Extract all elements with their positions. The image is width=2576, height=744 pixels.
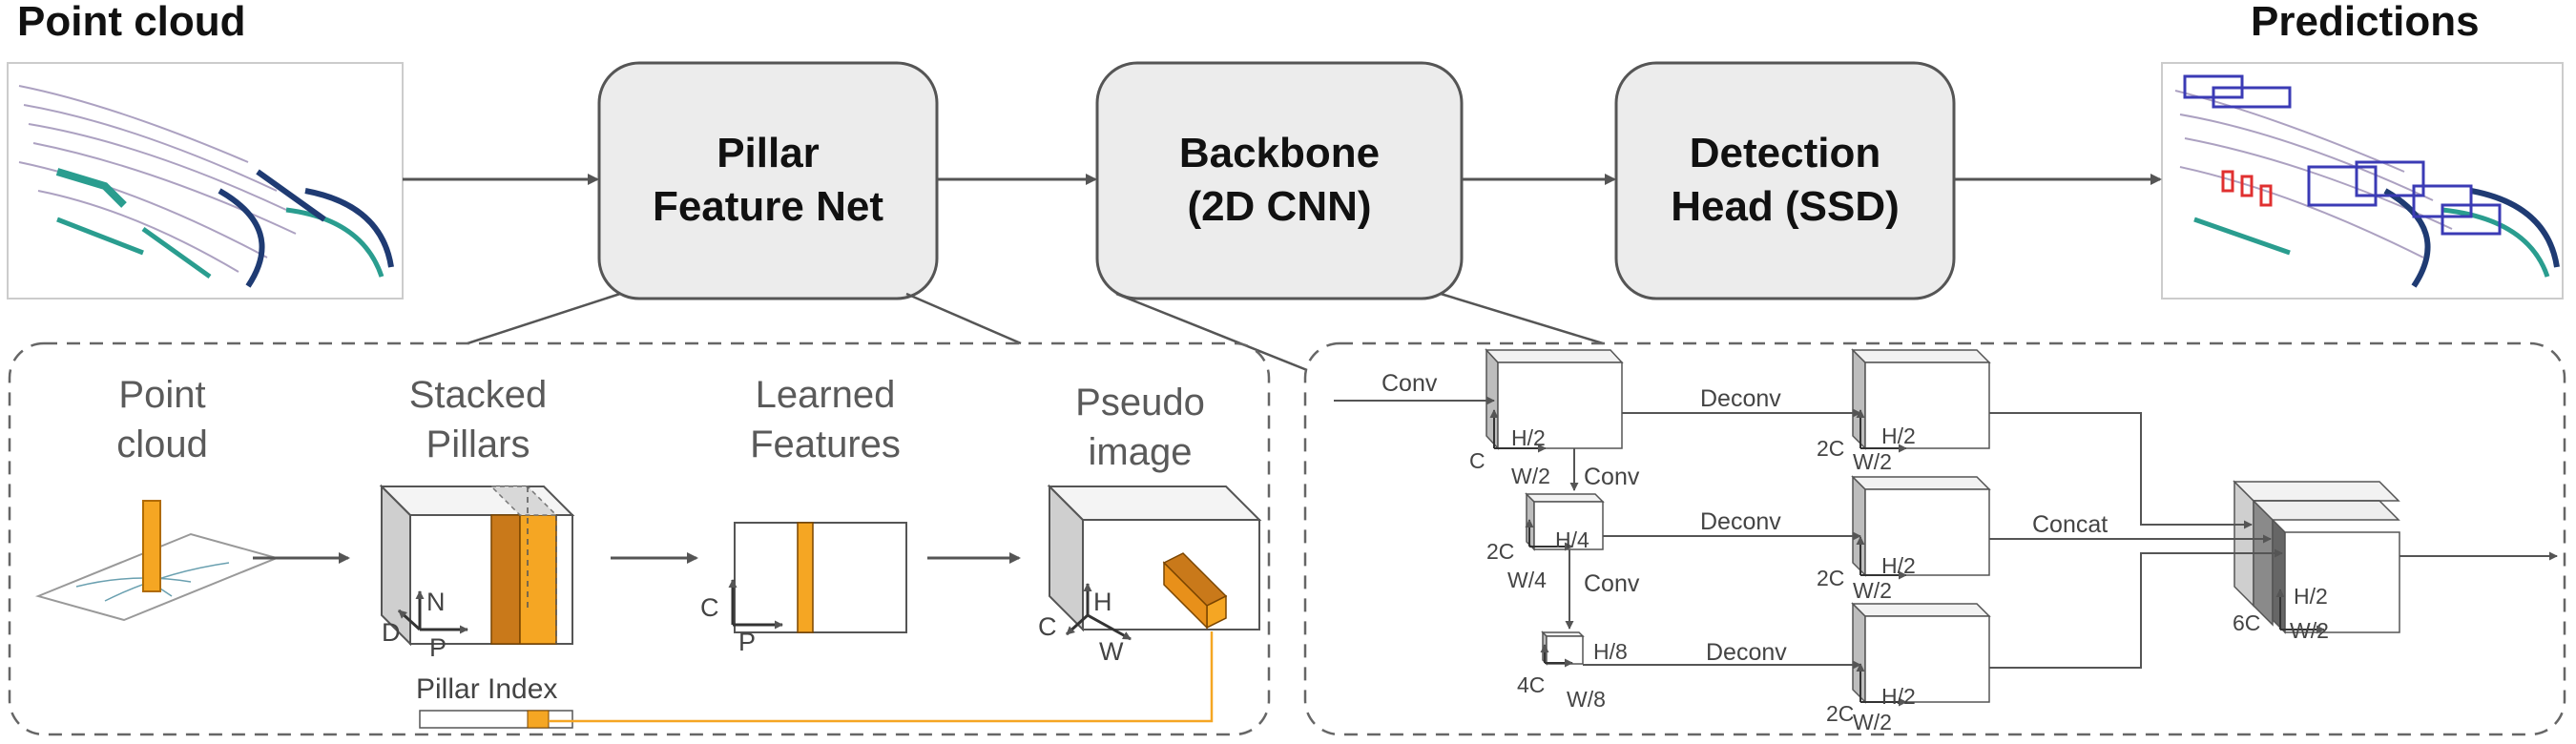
backbone-conv-blocks [1485,348,2400,704]
conv-in-label: Conv [1381,370,1438,397]
b2-c: 2C [1486,539,1515,564]
axis-p-learned: P [738,628,757,656]
learned-features-caption: Learned Features [716,370,935,469]
pseudo-image-caption: Pseudo image [1035,378,1245,477]
point-cloud-caption: Point cloud [67,370,258,469]
b3-w: W/8 [1567,687,1606,712]
d2-h: H/2 [1881,553,1916,578]
axis-p-stacked: P [429,633,447,662]
out-w: W/2 [2290,618,2329,643]
b2-h: H/4 [1555,527,1589,552]
d3-c: 2C [1826,701,1855,726]
axis-c-pseudo: C [1038,612,1057,641]
input-point-cloud-label: Point cloud [17,0,246,45]
learned-features-caption-line1: Learned [755,374,896,416]
backbone-title: Backbone (2D CNN) [1097,127,1462,234]
predictions-image [2161,62,2564,300]
backbone-flow-lines [1334,396,2558,670]
d1-w: W/2 [1853,449,1892,474]
out-c: 6C [2233,610,2261,635]
point-cloud-caption-line1: Point [118,374,206,416]
pillar-detail-panel [8,341,1271,736]
pseudo-image-caption-line2: image [1088,431,1193,473]
concat-label: Concat [2032,511,2109,538]
stacked-pillars-caption-line1: Stacked [408,374,548,416]
small-point-cloud [34,500,280,622]
d1-c: 2C [1817,436,1845,461]
backbone-axis-arrows [1489,409,2325,707]
axis-c-learned: C [700,593,719,622]
deconv2-label: Deconv [1700,508,1781,535]
d3-h: H/2 [1881,684,1916,709]
pillar-index-bar [419,631,1214,729]
b3-c: 4C [1517,672,1546,697]
out-h: H/2 [2294,584,2328,609]
b1-w: W/2 [1511,464,1550,488]
point-cloud-caption-line2: cloud [116,424,208,465]
deconv1-label: Deconv [1700,385,1781,412]
d2-c: 2C [1817,566,1845,590]
pillar-feature-net-title: Pillar Feature Net [599,127,937,234]
axis-d: D [382,618,401,647]
pillar-feature-net-line2: Feature Net [652,183,884,230]
deconv3-label: Deconv [1706,639,1787,666]
backbone-line1: Backbone [1178,130,1381,176]
detection-head-title: Detection Head (SSD) [1616,127,1954,234]
backbone-line2: (2D CNN) [1187,183,1372,230]
d2-w: W/2 [1853,578,1892,603]
conv3-label: Conv [1584,570,1640,597]
input-point-cloud-image [7,62,404,300]
b2-w: W/4 [1507,568,1547,592]
zoom-connectors [467,292,1604,372]
b1-h: H/2 [1511,425,1546,450]
pillar-feature-net-line1: Pillar [717,130,820,176]
pseudo-image-caption-line1: Pseudo [1075,382,1205,424]
learned-features [728,522,907,633]
stacked-pillars-cube [379,484,575,647]
b3-h: H/8 [1593,639,1628,664]
pillar-index-label: Pillar Index [416,673,558,705]
single-pillar [142,500,161,592]
d1-h: H/2 [1881,424,1916,448]
pseudo-image-cube [1047,484,1262,641]
detection-head-line1: Detection [1689,130,1881,176]
predictions-label: Predictions [2251,0,2480,45]
learned-features-caption-line2: Features [750,424,901,465]
axis-h-pseudo: H [1093,588,1112,616]
backbone-detail-panel [1303,341,2566,736]
conv2-label: Conv [1584,464,1640,490]
axis-n: N [426,588,446,616]
b1-c: C [1469,448,1485,473]
d3-w: W/2 [1853,710,1892,734]
detection-head-line2: Head (SSD) [1671,183,1900,230]
stacked-pillars-caption-line2: Pillars [426,424,530,465]
axis-w-pseudo: W [1099,637,1124,666]
stacked-pillars-caption: Stacked Pillars [378,370,578,469]
